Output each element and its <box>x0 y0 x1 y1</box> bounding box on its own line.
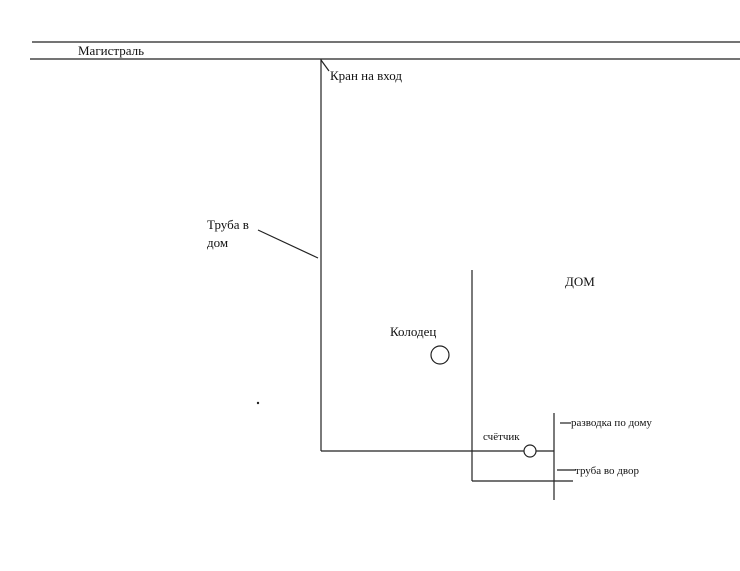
meter-symbol <box>523 444 537 458</box>
well-label: Колодец <box>390 324 437 339</box>
main-line-label: Магистраль <box>78 43 145 58</box>
dot <box>256 401 260 405</box>
inlet-valve-label: Кран на вход <box>330 68 403 83</box>
house-label: ДОМ <box>565 274 595 289</box>
distribution-label: разводка по дому <box>571 417 652 429</box>
house-pipe-label-1: Труба в <box>207 217 249 232</box>
meter-label: счётчик <box>483 431 520 443</box>
valve-marker <box>320 59 330 72</box>
yard-pipe-label: труба во двор <box>575 465 639 477</box>
house-pipe-leader <box>257 229 319 259</box>
well-symbol <box>430 345 450 365</box>
house-pipe-label-2: дом <box>207 235 229 250</box>
